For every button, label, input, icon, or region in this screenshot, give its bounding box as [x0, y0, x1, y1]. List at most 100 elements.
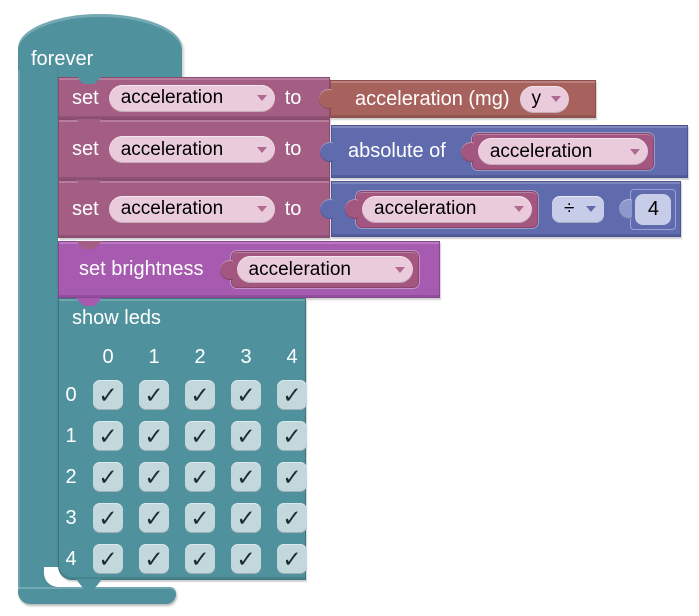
led-grid: 0 1 2 3 4 0 ✓ ✓ ✓ ✓ ✓ 1 ✓ ✓ ✓ ✓ ✓ 2 ✓ ✓ ✓ ✓ ✓ 3 ✓ ✓ ✓ ✓ ✓ 4 ✓ ✓ ✓ ✓ ✓	[65, 345, 307, 574]
variable-name: acceleration	[120, 87, 224, 108]
to-label: to	[284, 86, 302, 109]
dropdown-arrow-icon	[551, 96, 562, 102]
value-plug-icon	[219, 259, 233, 280]
led-checkbox[interactable]: ✓	[231, 421, 261, 451]
stack-notch-icon	[76, 298, 102, 306]
led-row-header-2: 2	[65, 466, 77, 488]
value-plug-icon	[345, 199, 358, 219]
variable-dropdown[interactable]: acceleration	[477, 138, 648, 165]
led-row-header-4: 4	[65, 548, 77, 570]
set-label: set	[72, 197, 99, 220]
led-checkbox[interactable]: ✓	[93, 380, 123, 410]
axis-dropdown[interactable]: y	[519, 85, 570, 113]
variable-dropdown[interactable]: acceleration	[108, 195, 275, 223]
led-col-header-4: 4	[286, 346, 298, 368]
absolute-of-label: absolute of	[348, 140, 446, 162]
led-checkbox[interactable]: ✓	[185, 503, 215, 533]
set-label: set	[72, 138, 99, 160]
led-checkbox[interactable]: ✓	[185, 544, 215, 574]
led-row-header-1: 1	[65, 425, 77, 447]
led-checkbox[interactable]: ✓	[231, 380, 261, 410]
set-brightness-block[interactable]: set brightness acceleration	[58, 241, 440, 298]
led-checkbox[interactable]: ✓	[139, 503, 169, 533]
led-checkbox[interactable]: ✓	[231, 462, 261, 492]
show-leds-label: show leds	[72, 307, 161, 329]
led-checkbox[interactable]: ✓	[139, 421, 169, 451]
dropdown-arrow-icon	[514, 206, 524, 212]
variable-dropdown[interactable]: acceleration	[108, 84, 275, 112]
dropdown-arrow-icon	[586, 206, 597, 212]
led-row-header-3: 3	[65, 507, 77, 529]
led-grid-corner	[65, 345, 77, 369]
led-checkbox[interactable]: ✓	[231, 544, 261, 574]
to-label: to	[284, 197, 302, 220]
led-checkbox[interactable]: ✓	[277, 503, 307, 533]
dropdown-arrow-icon	[256, 206, 267, 212]
dropdown-arrow-icon	[629, 148, 640, 155]
variable-dropdown[interactable]: acceleration	[108, 136, 275, 163]
forever-block-spine[interactable]	[18, 70, 58, 587]
value-plug-icon	[460, 141, 474, 162]
set-variable-block-2[interactable]: set acceleration to	[58, 119, 330, 180]
stack-notch-icon	[76, 119, 102, 127]
set-label: set	[72, 86, 99, 109]
set-brightness-label: set brightness	[79, 258, 204, 280]
led-col-header-2: 2	[194, 346, 206, 368]
variable-name: acceleration	[120, 138, 224, 160]
math-divide-block[interactable]: acceleration ÷ 4	[320, 181, 681, 237]
led-checkbox[interactable]: ✓	[185, 421, 215, 451]
operator-dropdown[interactable]: ÷	[552, 195, 605, 223]
led-checkbox[interactable]: ✓	[93, 544, 123, 574]
led-checkbox[interactable]: ✓	[185, 462, 215, 492]
led-col-header-3: 3	[240, 346, 252, 368]
led-checkbox[interactable]: ✓	[139, 380, 169, 410]
number-input[interactable]: 4	[635, 193, 672, 225]
value-plug-icon	[320, 141, 333, 162]
variable-reporter-block[interactable]: acceleration	[460, 133, 654, 170]
variable-dropdown[interactable]: acceleration	[362, 195, 532, 223]
led-checkbox[interactable]: ✓	[231, 503, 261, 533]
forever-inner-corner	[44, 567, 59, 587]
led-checkbox[interactable]: ✓	[139, 544, 169, 574]
variable-name: acceleration	[374, 198, 477, 219]
number-shadow-block[interactable]: 4	[619, 188, 677, 230]
led-checkbox[interactable]: ✓	[185, 380, 215, 410]
dropdown-arrow-icon	[256, 146, 267, 153]
variable-dropdown[interactable]: acceleration	[236, 256, 413, 283]
led-checkbox[interactable]: ✓	[277, 544, 307, 574]
led-checkbox[interactable]: ✓	[93, 503, 123, 533]
variable-name: acceleration	[120, 198, 224, 219]
led-checkbox[interactable]: ✓	[93, 462, 123, 492]
led-checkbox[interactable]: ✓	[277, 380, 307, 410]
led-checkbox[interactable]: ✓	[277, 421, 307, 451]
dropdown-arrow-icon	[394, 266, 405, 273]
led-col-header-0: 0	[102, 346, 114, 368]
to-label: to	[284, 138, 302, 160]
led-checkbox[interactable]: ✓	[277, 462, 307, 492]
variable-reporter-block[interactable]: acceleration	[219, 251, 419, 288]
led-row-header-0: 0	[65, 384, 77, 406]
variable-name: acceleration	[489, 140, 593, 162]
acceleration-sensor-block[interactable]: acceleration (mg) y	[319, 80, 596, 118]
led-checkbox[interactable]: ✓	[93, 421, 123, 451]
show-leds-block[interactable]: show leds 0 1 2 3 4 0 ✓ ✓ ✓ ✓ ✓ 1 ✓ ✓ ✓ ✓ ✓ 2 ✓ ✓ ✓ ✓ ✓ 3 ✓ ✓ ✓ ✓ ✓ 4…	[58, 298, 307, 580]
absolute-of-block[interactable]: absolute of acceleration	[320, 125, 688, 178]
value-plug-icon	[320, 199, 333, 219]
value-plug-icon	[619, 199, 633, 219]
forever-block-hat[interactable]: forever	[18, 14, 182, 77]
stack-notch-icon	[76, 76, 102, 84]
axis-value: y	[531, 88, 542, 109]
forever-block-foot[interactable]	[18, 587, 176, 604]
variable-reporter-block[interactable]: acceleration	[345, 190, 538, 228]
operator-value: ÷	[564, 198, 575, 219]
led-checkbox[interactable]: ✓	[139, 462, 169, 492]
acceleration-sensor-label: acceleration (mg)	[355, 87, 510, 110]
stack-notch-icon	[76, 241, 102, 249]
dropdown-arrow-icon	[256, 95, 267, 101]
set-variable-block-3[interactable]: set acceleration to	[58, 180, 330, 238]
forever-label: forever	[31, 48, 94, 70]
set-variable-block-1[interactable]: set acceleration to	[58, 77, 330, 119]
value-plug-icon	[319, 89, 332, 109]
led-col-header-1: 1	[148, 346, 160, 368]
